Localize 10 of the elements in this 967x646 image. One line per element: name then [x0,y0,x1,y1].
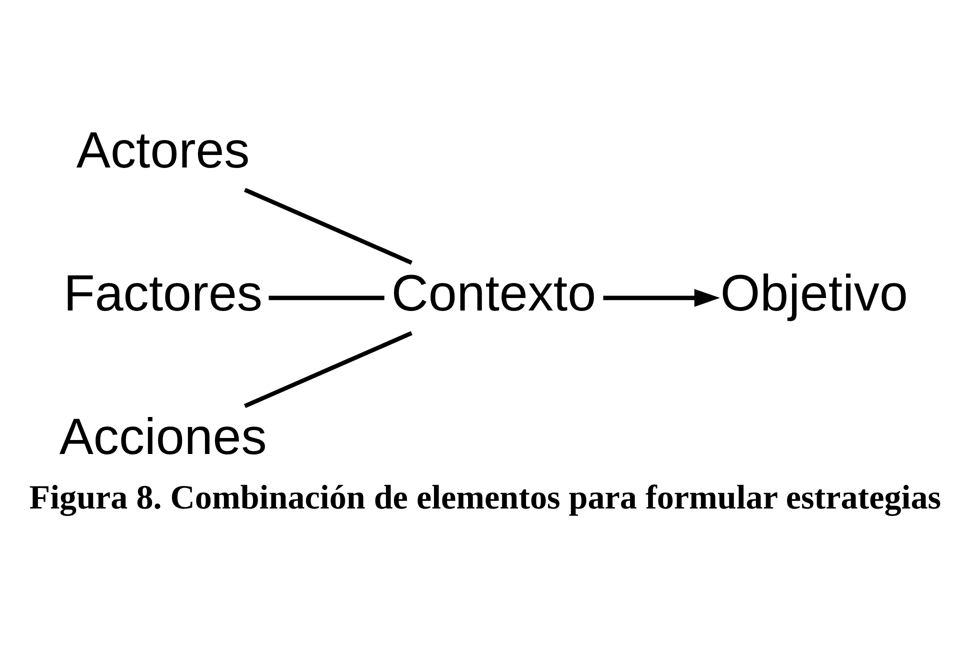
connector [244,187,413,264]
caption: Figura 8. Combinación de elementos para formular estrategias [29,478,942,516]
arrow [603,288,720,306]
node-text: Acciones [59,407,267,464]
connector [244,330,413,408]
node-text: Actores [76,121,250,178]
node-text: Factores [64,264,263,322]
connector [268,295,384,300]
node-text: Contexto [391,264,596,322]
node-text: Objetivo [720,264,908,322]
